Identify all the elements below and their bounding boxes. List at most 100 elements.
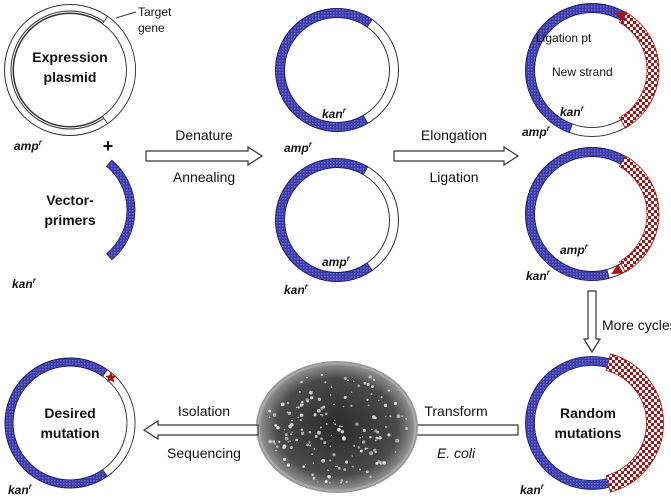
kan-label-5: kanr [526,268,551,283]
colony [299,413,304,418]
amp-label-2: ampr [284,140,313,155]
colony [289,446,293,450]
denature-label: Denature [175,127,233,143]
desired-mutation-kan-strand [4,357,108,489]
colony [329,482,331,484]
new-strand-label: New strand [552,65,613,79]
colony [323,441,327,445]
colony [370,428,373,431]
colony [384,425,388,429]
colony [335,465,337,468]
random-mutations-strand [605,353,664,493]
colony [319,426,322,429]
colony [289,433,293,436]
kan-label-5-base: kan [526,269,547,283]
colony [268,409,272,413]
colony [286,401,290,405]
colony [306,443,310,447]
sequencing-label: Sequencing [167,445,241,461]
random-mutations-label-line: Random [560,405,616,421]
colony [387,433,391,437]
colony [347,379,349,382]
kan-label-7: kanr [8,482,33,497]
colony [332,453,336,457]
colony [405,417,408,420]
colony [272,413,277,417]
amp-label-5-superscript: r [585,242,589,251]
colony [286,411,289,413]
colony [276,445,279,448]
denature-annealing-arrow [145,145,264,167]
amp-label-3-base: amp [322,255,347,269]
kan-label-1-base: kan [12,277,33,291]
ligation-pt-label-line: Ligation pt [536,31,592,45]
sequencing-label-line: Sequencing [167,445,241,461]
colony [314,435,318,438]
colony [275,449,277,452]
kan-label-3-superscript: r [305,282,309,291]
colony [341,425,343,428]
colony [308,430,312,434]
colony [359,468,361,471]
new-strand-label-line: New strand [552,65,613,79]
kan-label-6: kanr [520,482,545,497]
colony [276,426,280,430]
kan-label-1-superscript: r [33,276,37,285]
isolation-label-line: Isolation [178,403,230,419]
colony [309,390,313,395]
kan-label-1: kanr [12,276,37,291]
desired-mutation-label-line: Desired [44,405,95,421]
colony [373,448,377,452]
colony [291,431,293,433]
amp-label-2-base: amp [284,141,309,155]
colony [273,442,276,445]
amp-label-4: ampr [522,124,551,139]
annealed-bottom-kan-strand [275,158,373,282]
colony [367,404,370,407]
colony [361,436,364,438]
colony [369,451,373,456]
colony [338,425,341,428]
colony [371,415,376,419]
colony [336,466,339,468]
colony [283,428,286,431]
colony [299,418,302,422]
colony [387,389,391,392]
colony [350,391,353,393]
colony [324,412,328,416]
colony [359,449,363,453]
colony [375,461,379,465]
kan-label-7-base: kan [8,483,29,497]
colony [284,432,288,437]
kan-label-6-superscript: r [541,482,545,491]
plus-sign: + [103,136,114,156]
colony [385,416,387,418]
new-strand-segment-1 [618,11,660,129]
expression-plasmid-label-line: Expression [32,49,107,65]
amp-label-1: ampr [14,138,43,153]
colony [372,378,376,382]
colony [333,403,335,406]
colony [351,465,354,468]
colony [378,436,382,440]
colony [352,380,355,383]
ligation-point-2 [611,263,624,275]
colony [317,430,321,435]
colony [321,414,324,417]
transform-label: Transform [424,403,487,419]
colony [355,422,359,426]
colony [287,441,289,443]
colony [340,481,343,484]
colony [343,396,347,400]
target-gene-label-line: Target [138,5,172,19]
colony [368,375,372,379]
colony [290,423,294,427]
colony [383,403,388,408]
colony [282,446,286,450]
plus-sign-line: + [103,136,114,156]
colony [330,434,333,436]
colony [370,393,373,396]
amp-label-2-superscript: r [309,140,313,149]
kan-label-2: kanr [322,106,347,121]
